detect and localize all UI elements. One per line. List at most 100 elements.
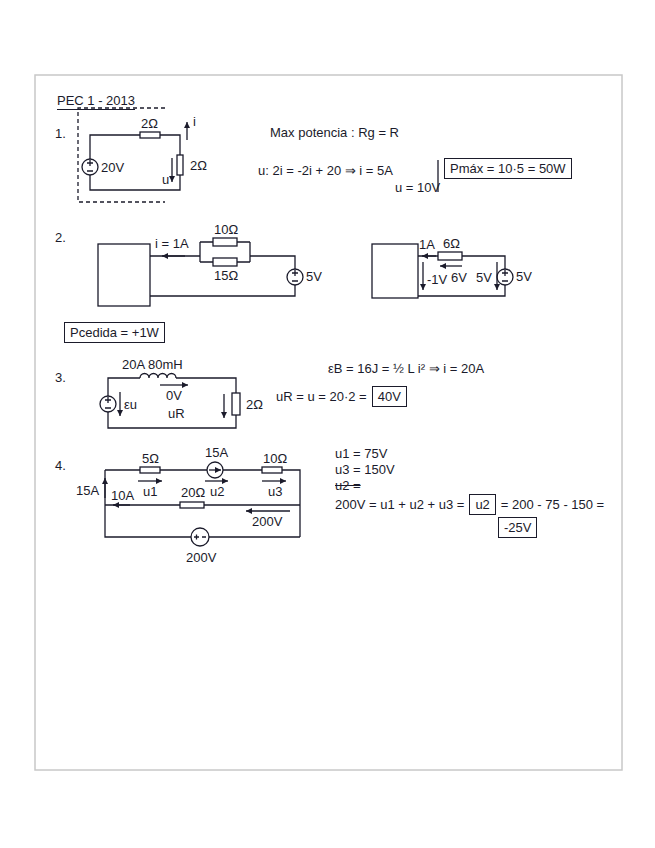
voltage-name: u	[162, 172, 169, 187]
resistor-symbol	[232, 393, 240, 415]
source-value: 15A	[205, 445, 228, 460]
box-text: Pcedida = +1W	[70, 325, 159, 340]
wire	[90, 135, 180, 190]
voltage-value: 0V	[166, 388, 182, 403]
current-name: i	[193, 114, 196, 129]
polarity-mark	[105, 397, 111, 408]
resistor-symbol	[140, 132, 160, 138]
inductance-value: 80mH	[148, 357, 183, 372]
voltage-name: uR	[168, 406, 185, 421]
resistor-symbol	[180, 502, 204, 508]
wire	[108, 378, 236, 428]
source-value: 5V	[516, 269, 532, 284]
voltage-arrow	[119, 392, 120, 416]
resistance-value: 10Ω	[214, 222, 238, 237]
polarity-mark	[502, 270, 508, 281]
voltage-value: 5V	[476, 270, 492, 285]
exercise-number: 4.	[55, 458, 66, 473]
voltage-value: -1V	[427, 272, 447, 287]
resistor-symbol	[438, 252, 462, 260]
resistance-value: 10Ω	[263, 451, 287, 466]
source-value: 200V	[186, 550, 216, 565]
current-arrow	[162, 255, 185, 256]
voltage-source-symbol	[82, 159, 98, 175]
voltage-name: u1	[143, 484, 157, 499]
current-value: 15A	[76, 483, 99, 498]
current-arrow	[113, 504, 130, 505]
voltage-source-symbol	[100, 396, 116, 412]
current-source-symbol	[207, 462, 223, 478]
voltage-source-symbol	[287, 269, 303, 285]
box-text: -25V	[504, 520, 531, 535]
current-value: i = 1A	[155, 236, 189, 251]
box-text: 40V	[378, 389, 401, 404]
box-text: Pmáx = 10·5 = 50W	[450, 161, 566, 176]
current-value: 20A	[122, 357, 145, 372]
resistor-symbol	[262, 467, 282, 473]
inductor-symbol	[140, 374, 176, 379]
voltage-value: 6V	[451, 270, 467, 285]
voltage-source-symbol	[191, 528, 209, 546]
current-arrow	[422, 255, 436, 256]
resistance-value: 2Ω	[246, 397, 263, 412]
equation-text: u1 = 75V	[335, 446, 387, 461]
voltage-arrow	[262, 480, 286, 481]
answer-box: u2	[469, 494, 495, 515]
voltage-arrow	[246, 510, 290, 511]
equation-text: = 200 - 75 - 150 =	[501, 497, 604, 512]
source-value: 5V	[306, 269, 322, 284]
wire	[418, 256, 505, 296]
voltage-name: u2	[210, 484, 224, 499]
current-arrow	[186, 122, 187, 140]
page-title: PEC 1 - 2013	[57, 93, 135, 110]
dashed-boundary	[78, 108, 165, 202]
resistor-symbol	[213, 238, 237, 246]
equation-text: u2 =	[335, 478, 361, 493]
voltage-arrow	[440, 265, 462, 266]
current-value: 1A	[419, 237, 435, 252]
voltage-arrow	[422, 262, 423, 290]
resistance-value: 5Ω	[142, 451, 159, 466]
exercise-number: 3.	[55, 370, 66, 385]
answer-box: Pmáx = 10·5 = 50W	[444, 158, 572, 179]
page-frame	[35, 75, 622, 770]
equation-text: uR = u = 20·2 =	[276, 389, 367, 404]
resistance-value: 20Ω	[181, 485, 205, 500]
voltage-name: u3	[268, 484, 282, 499]
voltage-arrow	[205, 480, 228, 481]
resistance-value: 6Ω	[443, 236, 460, 251]
voltage-arrow	[160, 384, 188, 385]
answer-box: -25V	[498, 517, 537, 538]
voltage-arrow	[138, 480, 162, 481]
equation-text: εB = 16J = ½ L i² ⇒ i = 20A	[328, 361, 484, 376]
resistance-value: 15Ω	[214, 268, 238, 283]
black-box	[372, 244, 418, 298]
voltage-arrow	[171, 158, 172, 182]
answer-box: Pcedida = +1W	[64, 322, 165, 343]
resistor-symbol	[213, 258, 237, 266]
resistance-value: 2Ω	[190, 158, 207, 173]
resistor-symbol	[140, 467, 160, 473]
current-value: 10A	[111, 488, 134, 503]
voltage-source-symbol	[497, 269, 513, 285]
equation-text: u: 2i = -2i + 20 ⇒ i = 5A	[258, 163, 393, 178]
source-arrow	[209, 469, 221, 470]
equation-text: u = 10V	[395, 180, 440, 195]
current-arrow	[104, 478, 105, 498]
answer-box: 40V	[372, 386, 407, 407]
polarity-mark	[292, 270, 298, 281]
voltage-name: εu	[124, 397, 137, 412]
black-box	[98, 244, 150, 306]
polarity-mark	[87, 160, 93, 171]
resistance-value: 2Ω	[141, 116, 158, 131]
equation-text: u3 = 150V	[335, 462, 395, 477]
voltage-arrow	[496, 262, 497, 290]
exercise-number: 2.	[55, 230, 66, 245]
note-text: Max potencia : Rg = R	[270, 125, 399, 140]
polarity-mark	[194, 535, 206, 540]
source-value: 20V	[101, 160, 124, 175]
exercise-number: 1.	[55, 126, 66, 141]
voltage-value: 200V	[252, 514, 282, 529]
resistor-symbol	[177, 155, 183, 175]
voltage-arrow	[223, 394, 224, 418]
